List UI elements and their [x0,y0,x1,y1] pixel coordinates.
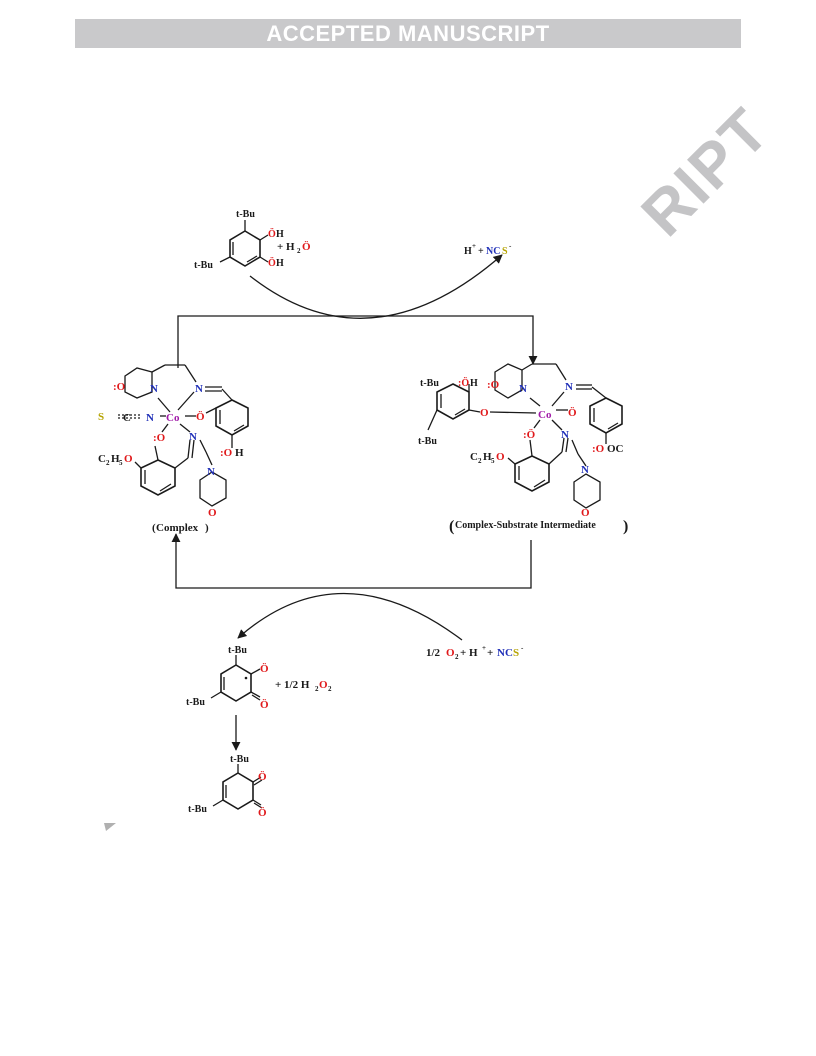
svg-text:O: O [581,507,590,519]
svg-text:): ) [623,518,628,535]
svg-text:O: O [124,453,133,465]
svg-text:5: 5 [119,459,123,467]
cycle-bottom-connector [171,533,532,589]
svg-text::Ö: :Ö [458,376,469,389]
svg-text:H: H [470,378,478,389]
svg-text::O: :O [592,443,605,455]
svg-text:N: N [189,431,197,443]
svg-text:): ) [205,522,209,534]
svg-text:Ö: Ö [268,227,276,240]
svg-text:N: N [146,412,154,424]
svg-text:S: S [98,411,104,423]
svg-text:C: C [470,451,478,463]
svg-text:Ö: Ö [302,240,311,253]
svg-text:O: O [480,407,489,419]
top-byproduct: H + + NC S - [464,242,512,257]
svg-text::Ö: :Ö [523,428,536,441]
svg-text:Complex: Complex [156,522,199,534]
semiquinone-product: t-Bu t-Bu Ö Ö + 1/2 H 2 O 2 [186,645,332,711]
svg-text:Ö: Ö [196,410,205,423]
oxygen-reagent: 1/2 O 2 + H + + NC S - [426,644,524,661]
svg-text:2: 2 [328,685,332,693]
svg-text:(: ( [152,522,156,534]
svg-text:t-Bu: t-Bu [236,209,255,220]
svg-text:2: 2 [106,459,110,467]
svg-text:N: N [581,464,589,476]
svg-text:-: - [509,242,512,250]
svg-text:H: H [235,447,244,459]
svg-text:S: S [502,246,508,257]
catechol-reactant: t-Bu t-Bu Ö H Ö H + H 2 Ö [194,209,311,271]
svg-text:+: + [487,647,493,659]
svg-text:+ 1/2 H: + 1/2 H [275,679,310,691]
svg-text:N: N [207,466,215,478]
svg-text:H: H [111,453,120,465]
svg-text:+: + [482,644,486,652]
svg-text:N: N [565,381,573,393]
svg-text:t-Bu: t-Bu [188,804,207,815]
svg-text:+ H: + H [277,241,295,253]
svg-text:C: C [98,453,106,465]
svg-text:N: N [561,429,569,441]
svg-text:-: - [521,644,524,652]
svg-text:(: ( [449,518,454,535]
svg-text:2: 2 [455,653,459,661]
svg-text:Ö: Ö [260,662,269,675]
svg-text:H: H [276,229,284,240]
svg-text:H: H [464,246,472,257]
svg-text:Complex-Substrate Intermediate: Complex-Substrate Intermediate [455,520,596,531]
svg-text:O: O [319,679,328,691]
svg-text:O: O [208,507,217,519]
curved-arrow-top [249,254,503,319]
small-triangle-mark [104,823,116,831]
svg-text:N: N [519,383,527,395]
svg-text:t-Bu: t-Bu [418,436,437,447]
svg-text::O: :O [113,381,126,393]
svg-text:5: 5 [491,457,495,465]
svg-text:2: 2 [315,685,319,693]
svg-text:Ö: Ö [268,256,276,269]
svg-text:Ö: Ö [260,698,269,711]
svg-text:Ö: Ö [568,406,577,419]
svg-text:+: + [472,242,476,250]
svg-text:NC: NC [486,246,500,257]
svg-text:H: H [483,451,492,463]
svg-text::O: :O [220,447,233,459]
svg-text:t-Bu: t-Bu [186,697,205,708]
svg-text:t-Bu: t-Bu [420,378,439,389]
svg-text:Co: Co [166,412,180,424]
svg-text:Ö: Ö [258,770,267,783]
cobalt-complex-structure: :O N N S C N Co Ö :O N :O H C 2 H 5 O N … [98,364,249,534]
complex-substrate-intermediate-structure: t-Bu t-Bu :Ö H :O N N O Co Ö :Ö N :O OC … [418,363,628,535]
accepted-manuscript-banner: ACCEPTED MANUSCRIPT [75,19,741,48]
svg-text:N: N [150,383,158,395]
svg-text:2: 2 [297,247,301,255]
svg-text:1/2: 1/2 [426,647,441,659]
svg-text:2: 2 [478,457,482,465]
svg-text:NC: NC [497,647,513,659]
svg-text:+: + [478,246,484,257]
svg-text:Co: Co [538,409,552,421]
svg-text:OC: OC [607,443,624,455]
svg-text:N: N [195,383,203,395]
svg-text:O: O [446,647,455,659]
svg-text:+ H: + H [460,647,478,659]
svg-text::O: :O [487,379,500,391]
svg-text:C: C [123,412,131,424]
svg-text:S: S [513,647,519,659]
svg-text:O: O [496,451,505,463]
svg-text:Ö: Ö [258,806,267,819]
svg-text::O: :O [153,432,166,444]
curved-arrow-bottom [237,592,463,641]
svg-text:t-Bu: t-Bu [228,645,247,656]
svg-text:t-Bu: t-Bu [230,754,249,765]
svg-text:H: H [276,258,284,269]
quinone-product: t-Bu t-Bu Ö Ö [188,754,267,819]
svg-text:t-Bu: t-Bu [194,260,213,271]
cycle-top-connector [177,315,538,368]
